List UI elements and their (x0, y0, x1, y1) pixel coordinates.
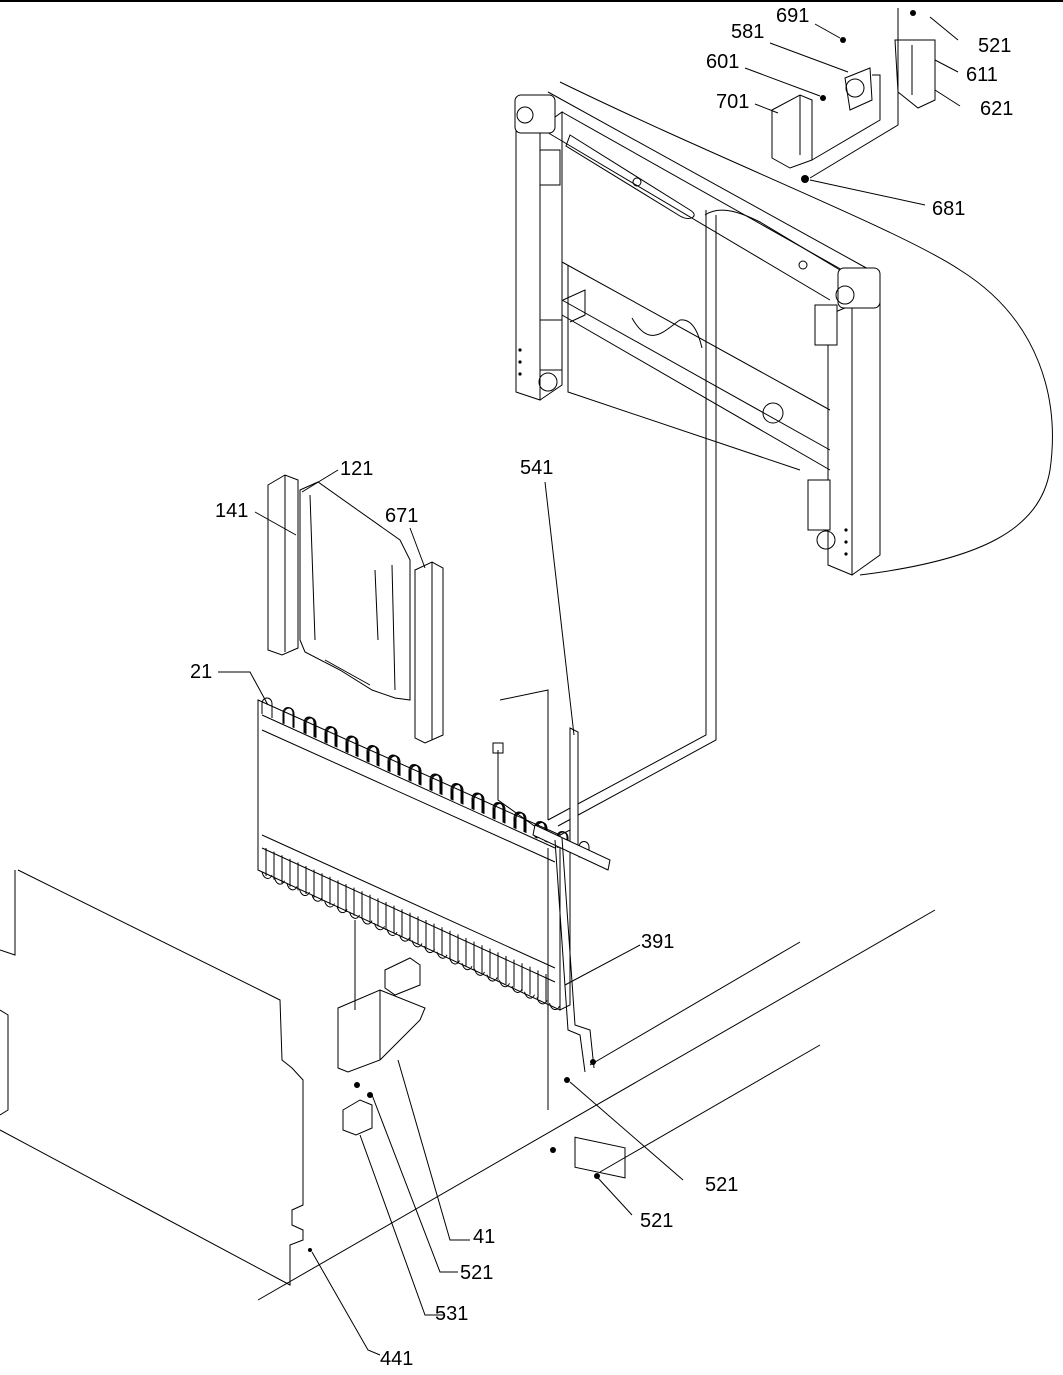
coil-bottom-loop (474, 968, 485, 976)
leader-lines (218, 16, 961, 1356)
coil-bottom-loop (524, 991, 535, 999)
label-541: 541 (520, 457, 553, 479)
coil-loop (389, 755, 401, 776)
part-labels: 691 581 601 701 521 611 621 681 121 141 … (190, 5, 1013, 1370)
coil-loop (303, 716, 315, 737)
coil-bottom-loop (399, 934, 410, 942)
label-671: 671 (385, 505, 418, 527)
coil-loop (304, 717, 316, 738)
coil-loop (325, 726, 337, 747)
label-21: 21 (190, 661, 212, 683)
coil-bottom-loop (436, 951, 448, 959)
coil-loop (305, 717, 317, 738)
coil-loop (451, 783, 463, 804)
coil-loop (514, 812, 526, 833)
coil-loop (493, 802, 505, 823)
coil-bottom-loop (536, 997, 548, 1005)
coil-bottom-loop (349, 911, 360, 919)
coil-loop (283, 707, 295, 728)
label-601: 601 (706, 51, 739, 73)
coil-bottom-loop (336, 906, 348, 914)
coil-bottom-loop (286, 883, 298, 891)
label-621: 621 (980, 98, 1013, 120)
label-681: 681 (932, 198, 965, 220)
coil-bottom-loop (449, 957, 460, 965)
coil-bottom-loop (311, 894, 323, 902)
label-121: 121 (340, 458, 373, 480)
coil-loop (388, 755, 400, 776)
coil-loop (515, 812, 527, 833)
label-391: 391 (641, 931, 674, 953)
evaporator-cover-group (267, 474, 444, 744)
coil-loop (326, 727, 338, 748)
hardware-cluster-top (771, 8, 936, 183)
coil-bottom-loop (299, 888, 310, 896)
coil-bottom-loop (486, 974, 498, 982)
coil-loop (387, 754, 399, 775)
coil-loop (430, 774, 442, 795)
label-531: 531 (435, 1303, 468, 1325)
cabinet-frame-assembly (514, 81, 1053, 827)
coil-bottom-loop (386, 928, 398, 936)
coil-loop (494, 803, 506, 824)
coil-loop (492, 802, 504, 823)
coil-loop (450, 783, 462, 804)
coil-bottom-loop (361, 917, 373, 925)
coil-bottom-loop (424, 945, 435, 953)
coil-loop (366, 745, 378, 766)
coil-bottom-loop (549, 1002, 560, 1010)
coil-loop (409, 764, 421, 785)
label-611: 611 (966, 64, 998, 86)
coil-bottom-loop (511, 985, 523, 993)
coil-loop (282, 707, 294, 728)
coil-loop (408, 764, 420, 785)
coil-bottom-loop (461, 963, 473, 971)
coil-bottom-loop (374, 923, 385, 931)
coil-loop (472, 793, 484, 814)
label-41: 41 (473, 1226, 495, 1248)
label-521-left: 521 (460, 1262, 493, 1284)
label-691: 691 (776, 5, 809, 27)
label-521-right-a: 521 (705, 1174, 738, 1196)
label-581: 581 (731, 21, 764, 43)
label-141: 141 (215, 500, 248, 522)
coil-loop (324, 726, 336, 747)
coil-loop (368, 746, 380, 767)
coil-loop (429, 773, 441, 794)
label-521-top: 521 (978, 35, 1011, 57)
evaporator-coil (257, 689, 611, 1073)
coil-loop (367, 745, 379, 766)
label-441: 441 (380, 1348, 413, 1370)
coil-bottom-loop (324, 900, 335, 908)
coil-loop (347, 736, 359, 757)
coil-loop (410, 765, 422, 786)
label-521-right-b: 521 (640, 1210, 673, 1232)
drain-bracket-group (337, 920, 821, 1179)
label-701: 701 (716, 91, 749, 113)
coil-bottom-loop (499, 980, 510, 988)
coil-loop (452, 784, 464, 805)
coil-loop (261, 697, 273, 718)
coil-bottom-loop (261, 871, 273, 879)
coil-loop (473, 793, 485, 814)
coil-loop (345, 735, 357, 756)
coil-bottom-loop (274, 877, 285, 885)
coil-bottom-loop (411, 940, 423, 948)
coil-loop (431, 774, 443, 795)
coil-loop (471, 792, 483, 813)
coil-loop (346, 736, 358, 757)
